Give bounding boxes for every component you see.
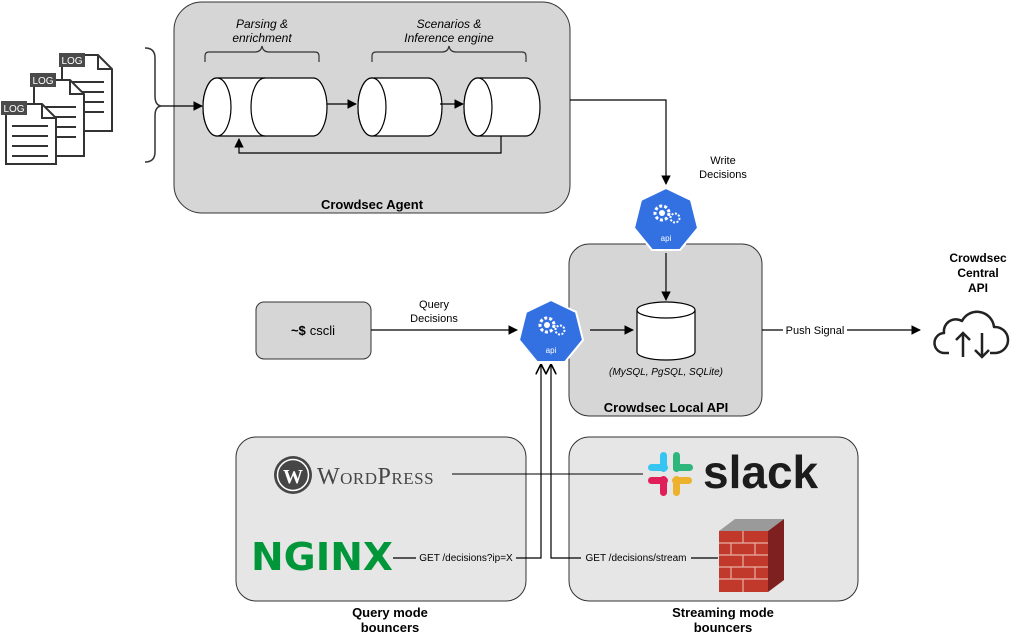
query-bouncers-title-line2: bouncers (361, 620, 420, 635)
crowdsec-agent-title: Crowdsec Agent (321, 197, 424, 212)
write-decisions-line1: Write (710, 155, 735, 167)
scenarios-label-line2: Inference engine (404, 31, 494, 45)
cscli-name: cscli (310, 323, 335, 338)
query-decisions-line2: Decisions (410, 313, 458, 325)
scenario-cylinder (357, 77, 443, 137)
feedback-loop-arrow (234, 136, 502, 154)
cscli-prompt: ~$ (291, 323, 307, 338)
nginx-logo: NGINX (251, 535, 393, 579)
log-tag: LOG (32, 76, 53, 87)
streaming-bouncers-title-line1: Streaming mode (672, 605, 774, 620)
query-request-label: GET /decisions?ip=X (419, 553, 513, 564)
inference-cylinder (463, 77, 541, 137)
central-api-line1: Crowdsec (949, 251, 1007, 265)
parsing-brace (204, 45, 320, 62)
api-icon-label: api (546, 346, 557, 355)
database-types-label: (MySQL, PgSQL, SQLite) (609, 367, 723, 378)
api-icon-label: api (661, 234, 672, 243)
streaming-bouncers-title-line2: bouncers (694, 620, 753, 635)
parsing-label-line1: Parsing & (236, 17, 288, 31)
wordpress-logo: W WordPress (274, 456, 434, 494)
cscli-command: ~$cscli (291, 323, 335, 338)
cloud-sync-icon (933, 310, 1010, 359)
firewall-icon (719, 519, 784, 592)
api-icon: api (517, 298, 585, 363)
database-icon (636, 301, 696, 361)
log-file-icon: LOG (1, 101, 57, 165)
slack-hash-icon (648, 452, 693, 496)
svg-text:W: W (283, 466, 303, 488)
local-api-title: Crowdsec Local API (604, 400, 729, 415)
input-brace (144, 47, 163, 163)
log-tag: LOG (61, 56, 82, 67)
slack-wordmark: slack (703, 446, 819, 498)
log-files-icon: LOG LOG LOG (1, 53, 113, 165)
scenarios-label-line1: Scenarios & (417, 17, 482, 31)
parsing-cylinder (202, 77, 328, 137)
write-decisions-line2: Decisions (699, 169, 747, 181)
query-bouncers-title-line1: Query mode (352, 605, 428, 620)
push-signal-label: Push Signal (786, 325, 845, 337)
query-decisions-line1: Query (419, 299, 449, 311)
central-api-line3: API (968, 281, 988, 295)
agent-to-api-arrow (570, 99, 671, 185)
wordpress-wordmark: WordPress (317, 464, 434, 490)
stream-request-label: GET /decisions/stream (586, 553, 687, 564)
log-tag: LOG (3, 104, 24, 115)
parsing-label-line2: enrichment (232, 31, 292, 45)
api-icon: api (632, 186, 700, 251)
central-api-line2: Central (957, 266, 998, 280)
scenarios-brace (371, 45, 527, 62)
slack-logo: slack (648, 446, 819, 498)
